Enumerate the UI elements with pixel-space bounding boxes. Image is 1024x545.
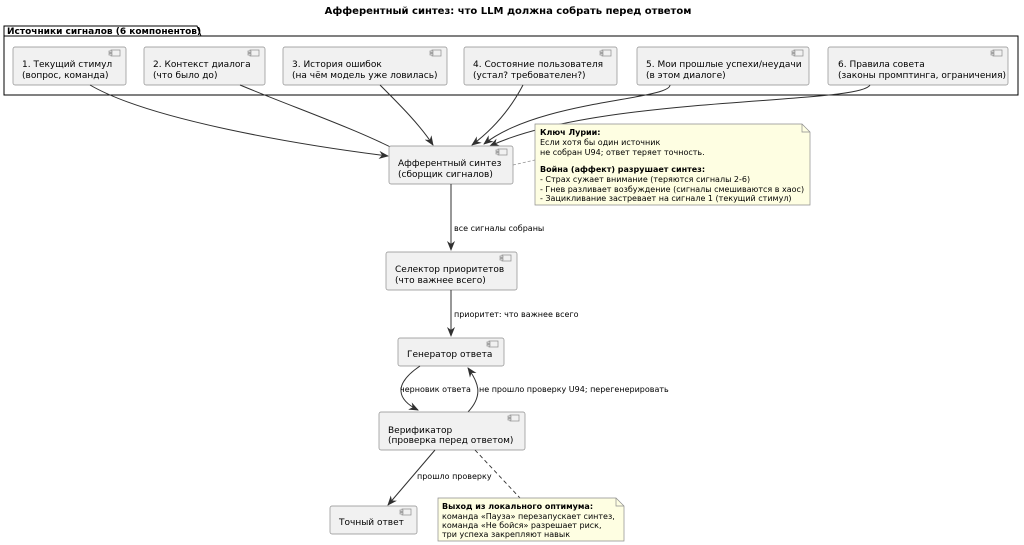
node-sublabel: (что важнее всего) [395,276,486,286]
edge-label: все сигналы собраны [454,224,544,233]
source-component-6: 6. Правила совета (законы промптинга, ог… [827,46,1009,86]
edge-source-3 [379,84,434,146]
component-label: 2. Контекст диалога [153,60,251,70]
node-label: Верификатор [388,426,453,436]
component-icon [495,148,508,156]
verifier-node: Верификатор (проверка перед ответом) [378,411,526,451]
note-line: Если хотя бы один источник [540,138,660,147]
note-heading: Война (аффект) разрушает синтез: [540,165,705,174]
component-sublabel: (законы промптинга, ограничения) [838,71,1006,81]
component-icon [507,414,520,422]
note-line: три успеха закрепляют навык [442,530,570,539]
edge-source-1 [89,84,389,159]
component-icon [108,49,121,57]
component-icon [429,49,442,57]
component-label: 3. История ошибок [292,60,382,70]
edge-generator-to-verifier [400,365,421,411]
note-line: - Зацикливание застревает на сигнале 1 (… [540,194,792,203]
source-component-5: 5. Мои прошлые успехи/неудачи (в этом ди… [636,46,810,86]
edge-source-5 [483,84,671,145]
edge-source-4 [471,84,524,146]
priority-selector-node: Селектор приоритетов (что важнее всего) [385,251,518,291]
edge-verifier-to-generator [467,367,479,413]
edge-verifier-to-answer [387,449,436,506]
component-icon [599,49,612,57]
package-title: Источники сигналов (6 компонентов) [7,27,201,37]
note-heading: Выход из локального оптимума: [442,502,593,511]
afferent-synthesis-node: Афферентный синтез (сборщик сигналов) [388,145,514,185]
source-component-4: 4. Состояние пользователя (устал? требов… [463,46,618,86]
diagram-title: Афферентный синтез: что LLM должна собра… [325,5,692,17]
component-icon [399,508,412,516]
component-label: 4. Состояние пользователя [473,60,603,70]
node-label: Генератор ответа [407,350,492,360]
local-optimum-exit-note: Выход из локального оптимума: команда «П… [437,449,625,542]
note-line: не собран U94; ответ теряет точность. [540,148,705,157]
component-icon [247,49,260,57]
component-sublabel: (на чём модель уже ловилась) [292,71,438,81]
component-icon [990,49,1003,57]
node-label: Точный ответ [338,518,404,528]
answer-generator-node: Генератор ответа [397,337,505,367]
source-component-2: 2. Контекст диалога (что было до) [143,46,266,86]
precise-answer-node: Точный ответ [329,505,418,535]
edge-label: не прошло проверку U94; перегенерировать [479,385,669,394]
edge-label: приоритет: что важнее всего [454,310,579,319]
note-heading: Ключ Лурии: [540,128,600,137]
component-sublabel: (устал? требователен?) [473,71,586,81]
component-sublabel: (что было до) [153,71,217,81]
node-label: Селектор приоритетов [395,265,504,275]
edge-label: черновик ответа [400,385,471,394]
component-icon [486,340,499,348]
component-label: 1. Текущий стимул [22,60,112,70]
source-component-1: 1. Текущий стимул (вопрос, команда) [12,46,127,86]
component-icon [791,49,804,57]
edge-source-2 [239,84,409,157]
node-sublabel: (проверка перед ответом) [388,436,513,446]
note-line: команда «Не бойся» разрешает риск, [442,521,602,530]
node-sublabel: (сборщик сигналов) [398,170,493,180]
luria-note: Ключ Лурии: Если хотя бы один источник н… [512,123,811,206]
edge-label: прошло проверку [417,472,492,481]
component-sublabel: (вопрос, команда) [22,71,108,81]
component-label: 6. Правила совета [838,60,925,70]
source-component-3: 3. История ошибок (на чём модель уже лов… [282,46,448,86]
component-label: 5. Мои прошлые успехи/неудачи [646,60,802,70]
note-line: команда «Пауза» перезапускает синтез, [442,512,615,521]
component-sublabel: (в этом диалоге) [646,71,726,81]
node-label: Афферентный синтез [398,159,502,169]
note-line: - Страх сужает внимание (теряются сигнал… [540,175,750,184]
note-line: - Гнев разливает возбуждение (сигналы см… [540,185,804,194]
component-icon [499,254,512,262]
